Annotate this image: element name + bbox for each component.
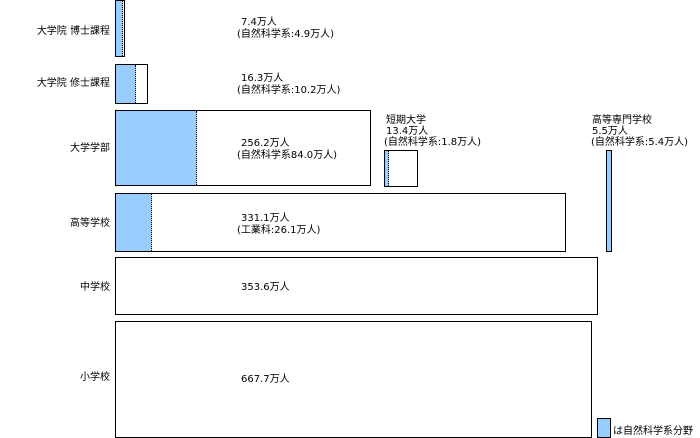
- technical-college-title: 高等専門学校: [592, 115, 652, 126]
- legend-swatch: [597, 418, 611, 438]
- doctoral-total: 7.4万人: [241, 17, 277, 28]
- row-label-elementary: 小学校: [80, 372, 110, 383]
- undergraduate-natural-science-fill: [116, 111, 197, 185]
- doctoral-sub: (自然科学系:4.9万人): [237, 29, 335, 40]
- undergraduate-total: 256.2万人: [241, 138, 290, 149]
- junior-college-sub: (自然科学系:1.8万人): [384, 137, 482, 148]
- junior-high-total: 353.6万人: [241, 282, 290, 293]
- masters-natural-science-fill: [116, 65, 136, 103]
- row-label-doctoral: 大学院 博士課程: [36, 26, 110, 37]
- junior-college-box: [384, 150, 418, 187]
- high-school-total: 331.1万人: [241, 213, 290, 224]
- row-label-junior-high: 中学校: [80, 282, 110, 293]
- doctoral-natural-science-fill: [116, 1, 123, 56]
- undergraduate-sub: (自然科学系84.0万人): [237, 150, 338, 161]
- technical-college-sub: (自然科学系:5.4万人): [591, 137, 689, 148]
- high-school-industrial-fill: [116, 194, 152, 251]
- masters-sub: (自然科学系:10.2万人): [237, 85, 341, 96]
- legend-label: は自然科学系分野: [613, 426, 693, 437]
- junior-college-natural-science-fill: [385, 151, 389, 186]
- row-label-high-school: 高等学校: [70, 218, 110, 229]
- technical-college-box: [606, 150, 612, 252]
- technical-college-total: 5.5万人: [592, 126, 628, 137]
- masters-total: 16.3万人: [241, 73, 284, 84]
- junior-high-box: [115, 257, 598, 315]
- high-school-sub: (工業科:26.1万人): [237, 225, 321, 236]
- row-label-masters: 大学院 修士課程: [36, 78, 110, 89]
- elementary-box: [115, 321, 592, 438]
- high-school-box: [115, 193, 566, 252]
- junior-college-total: 13.4万人: [386, 126, 429, 137]
- masters-box: [115, 64, 148, 104]
- undergraduate-box: [115, 110, 371, 186]
- junior-college-title: 短期大学: [386, 115, 426, 126]
- elementary-total: 667.7万人: [241, 374, 290, 385]
- doctoral-box: [115, 0, 125, 57]
- row-label-undergraduate: 大学学部: [70, 143, 110, 154]
